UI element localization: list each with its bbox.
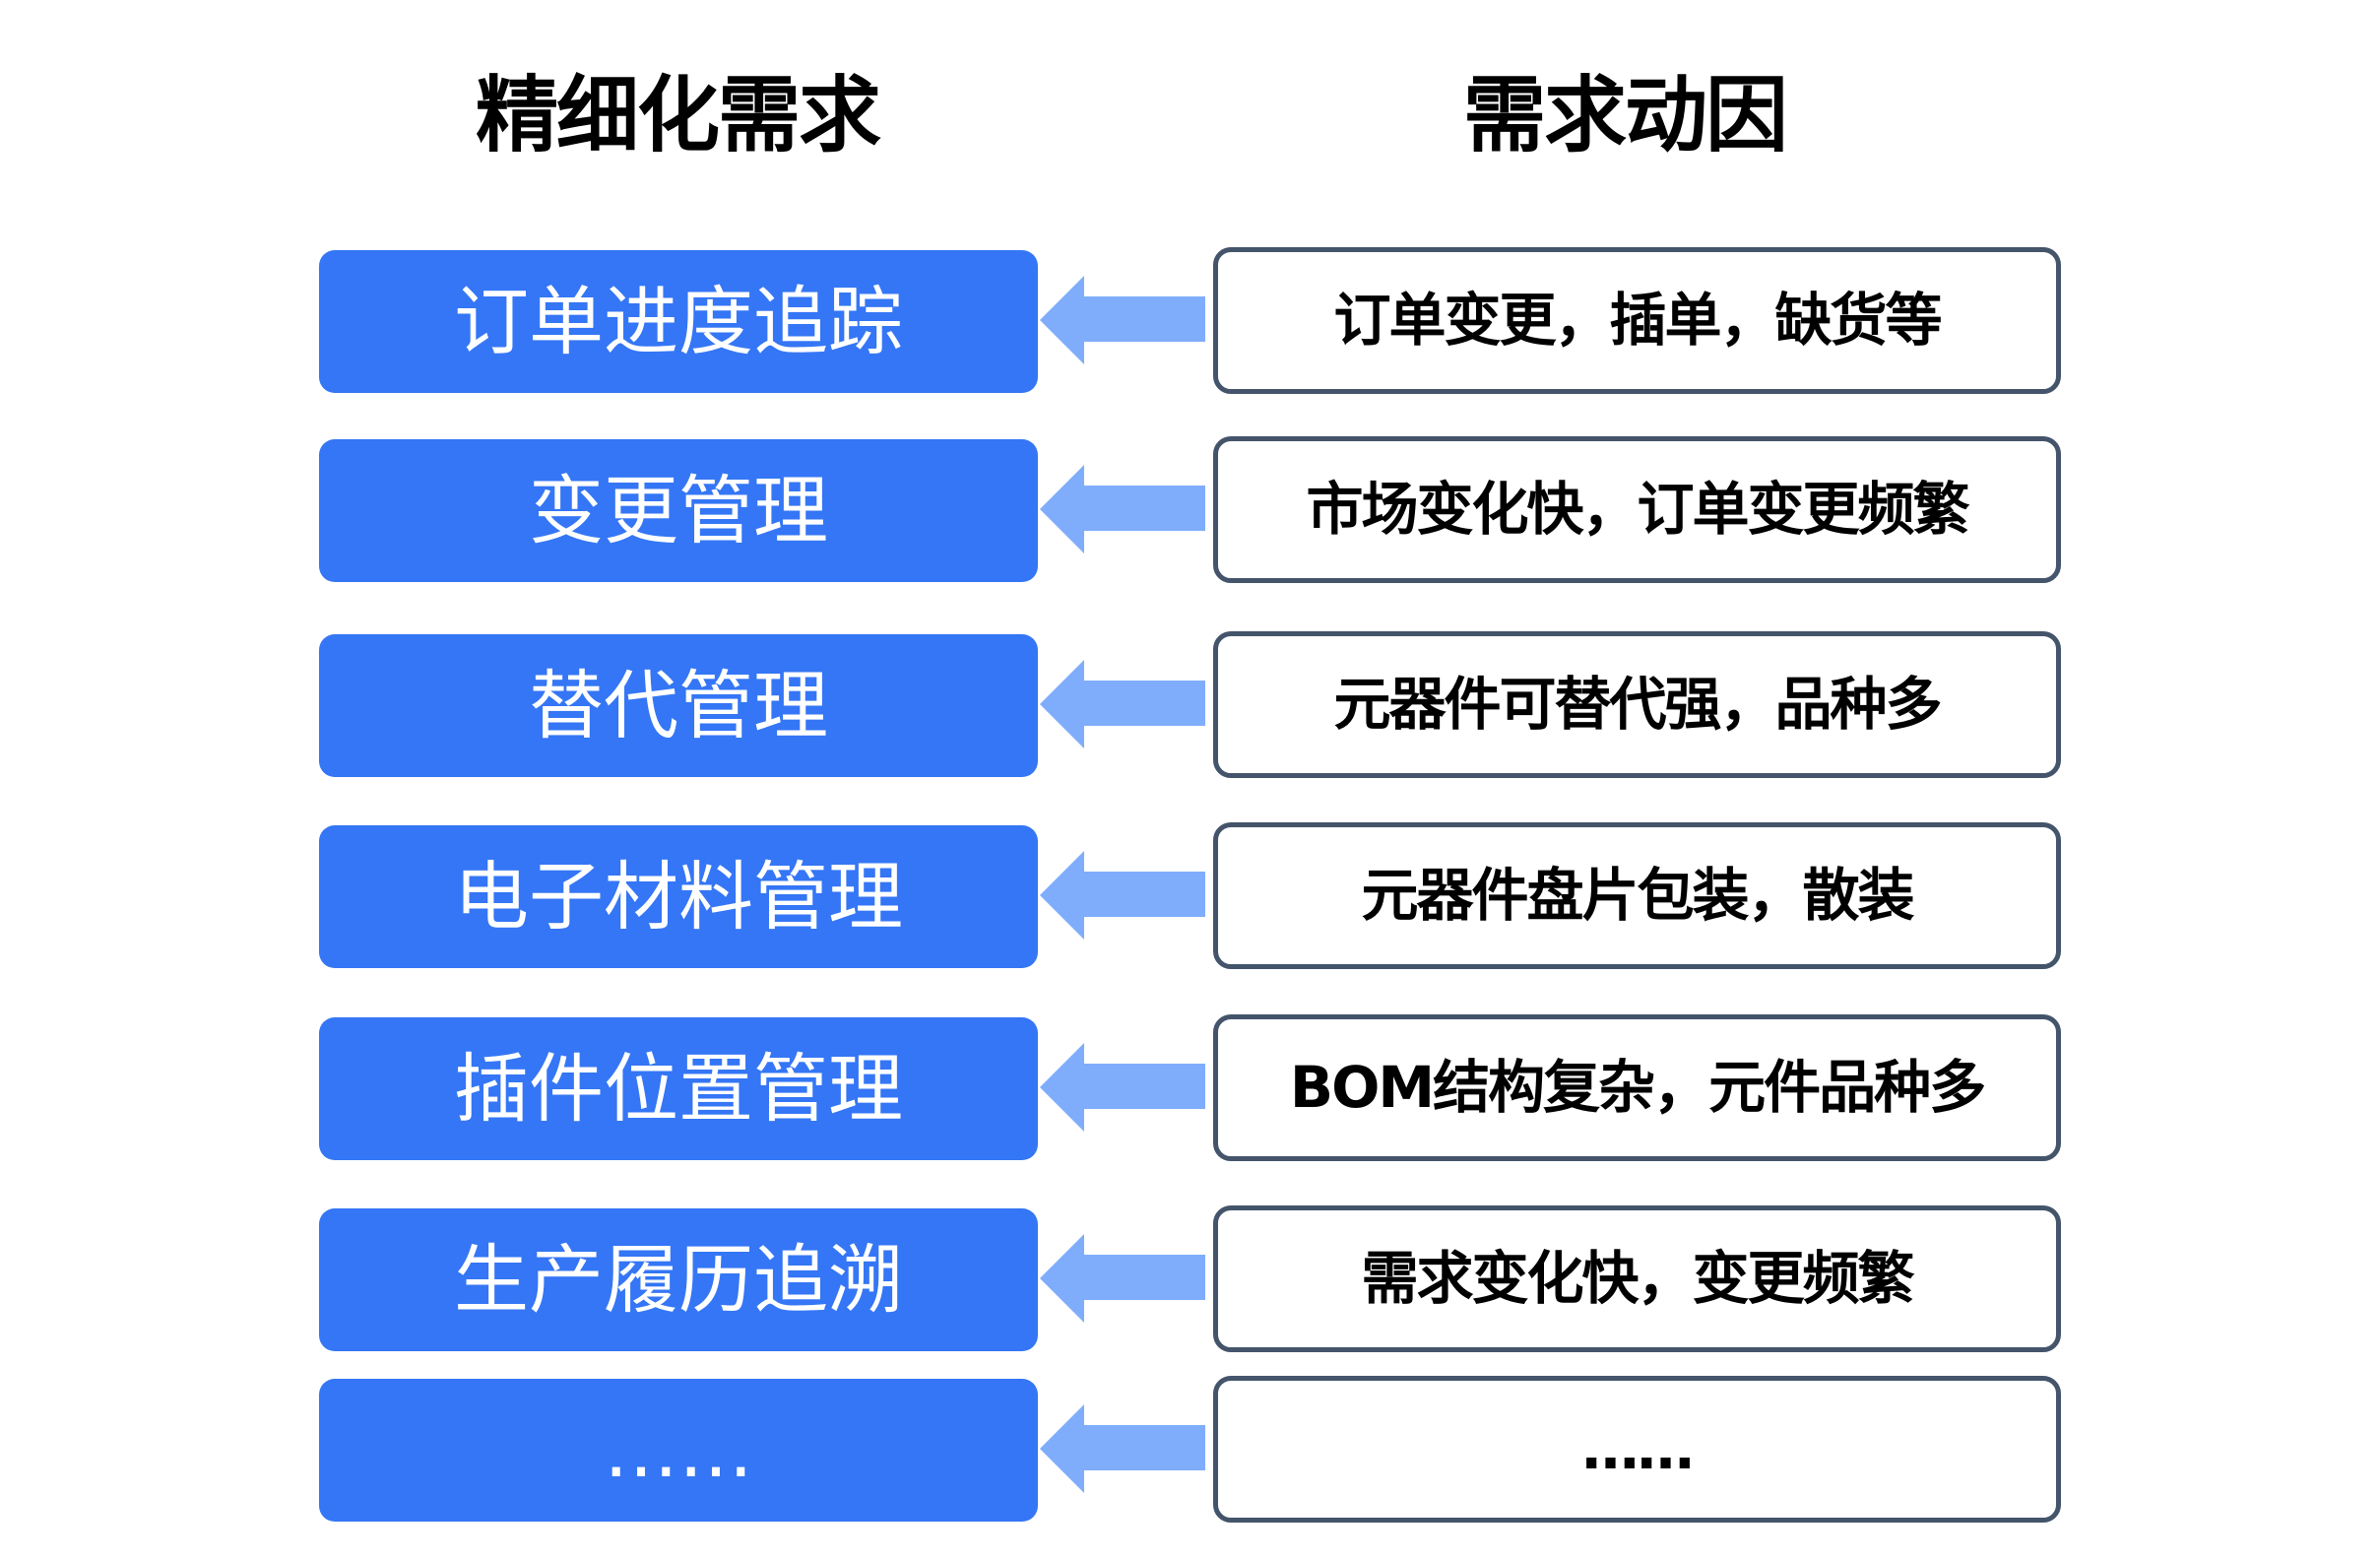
left-arrow-icon: [1040, 1043, 1205, 1132]
need-box: 替代管理: [319, 634, 1038, 777]
need-box: ……: [319, 1379, 1038, 1522]
cause-box: 订单变更，插单，缺货等: [1213, 247, 2061, 394]
heading-refined-needs: 精细化需求: [475, 67, 881, 163]
cause-box: 需求变化快，变更频繁: [1213, 1205, 2061, 1352]
left-arrow-icon: [1040, 851, 1205, 940]
cause-box: 元器件盘片包装，散装: [1213, 822, 2061, 969]
row-6: 生产履历追溯 需求变化快，变更频繁: [0, 1205, 2380, 1352]
need-box: 电子材料管理: [319, 825, 1038, 968]
row-1: 订单进度追踪 订单变更，插单，缺货等: [0, 247, 2380, 394]
row-2: 变更管理 市场变化快，订单变更频繁: [0, 436, 2380, 583]
left-arrow-icon: [1040, 1404, 1205, 1493]
left-arrow-icon: [1040, 1234, 1205, 1323]
need-box: 插件位置管理: [319, 1017, 1038, 1160]
cause-box: 元器件可替代强，品种多: [1213, 631, 2061, 778]
need-box: 变更管理: [319, 439, 1038, 582]
row-5: 插件位置管理 BOM结构复杂，元件品种多: [0, 1014, 2380, 1161]
row-3: 替代管理 元器件可替代强，品种多: [0, 631, 2380, 778]
left-arrow-icon: [1040, 660, 1205, 748]
row-4: 电子材料管理 元器件盘片包装，散装: [0, 822, 2380, 969]
cause-box: BOM结构复杂，元件品种多: [1213, 1014, 2061, 1161]
need-box: 生产履历追溯: [319, 1208, 1038, 1351]
row-7: …… ……: [0, 1376, 2380, 1523]
left-arrow-icon: [1040, 465, 1205, 553]
cause-box: ……: [1213, 1376, 2061, 1523]
cause-box: 市场变化快，订单变更频繁: [1213, 436, 2061, 583]
heading-demand-drivers: 需求动因: [1462, 67, 1788, 163]
left-arrow-icon: [1040, 276, 1205, 364]
need-box: 订单进度追踪: [319, 250, 1038, 393]
